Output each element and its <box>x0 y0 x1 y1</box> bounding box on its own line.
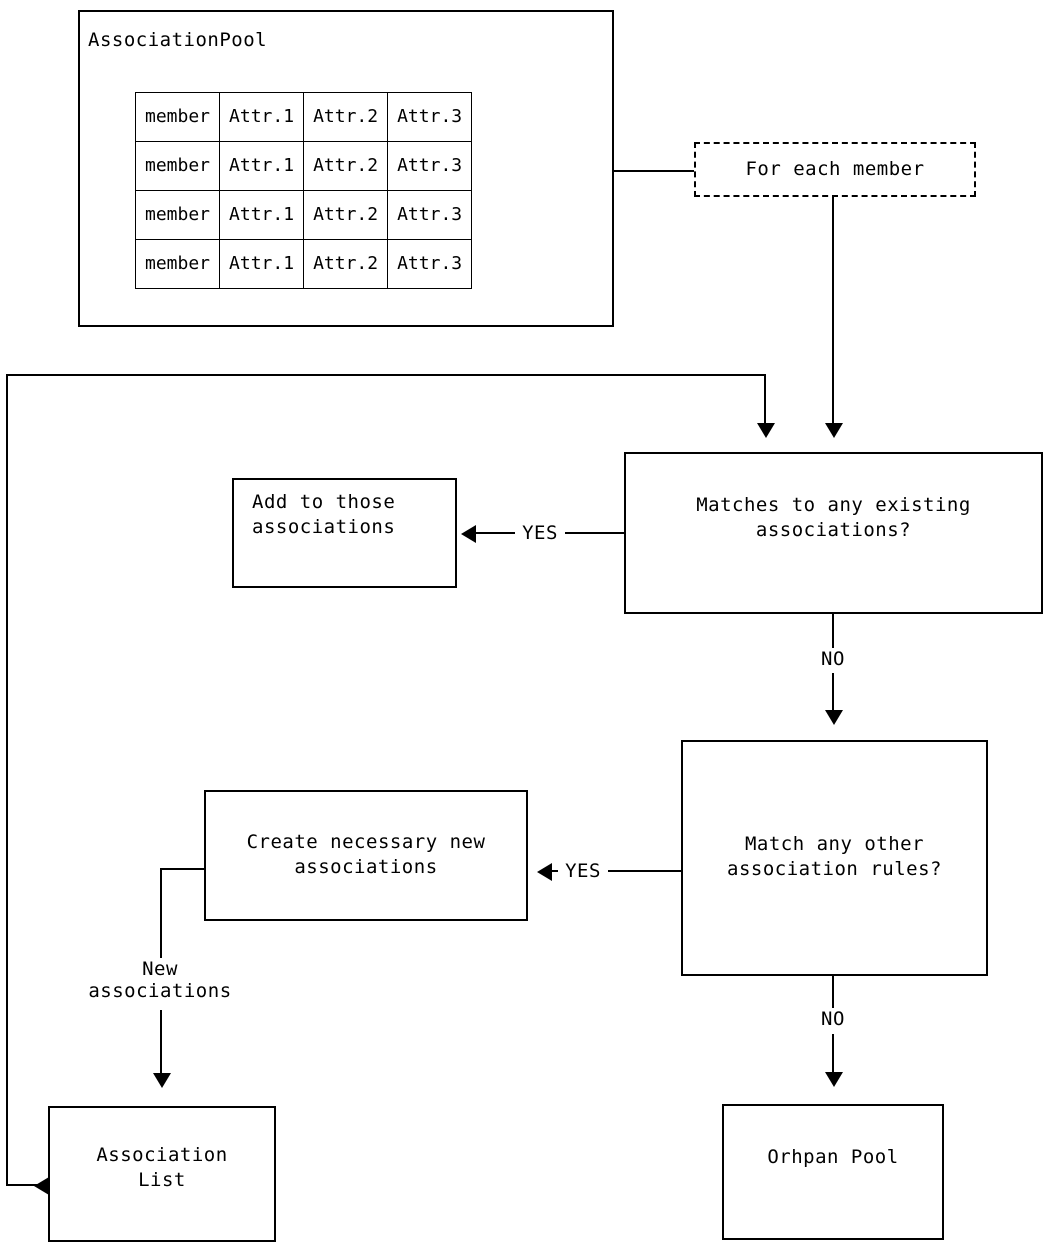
arrowhead-new-associations <box>153 1073 171 1088</box>
table-row[interactable]: member Attr.1 Attr.2 Attr.3 <box>134 141 473 191</box>
edge-no-2-lower <box>832 1034 834 1072</box>
action-create-new-associations-label: Create necessary new associations <box>246 831 486 878</box>
connector-pool-to-loop <box>614 170 696 172</box>
arrowhead-feedback-to-decision1 <box>757 423 775 438</box>
decision-match-other-rules[interactable] <box>681 740 988 976</box>
association-pool-title: AssociationPool <box>88 29 268 51</box>
edge-label-no-1: NO <box>808 648 858 670</box>
edge-new-associations-vertical-lower <box>160 1010 162 1073</box>
decision-matches-existing-associations[interactable] <box>624 452 1043 614</box>
cell-member: member <box>134 92 221 142</box>
edge-no-1-upper <box>832 614 834 650</box>
for-each-member-note-box[interactable] <box>694 142 976 197</box>
cell-member: member <box>134 190 221 240</box>
edge-no-1-lower <box>832 673 834 710</box>
feedback-loop-top <box>6 374 766 376</box>
arrowhead-no-2 <box>825 1072 843 1087</box>
action-add-to-those-associations-label: Add to those associations <box>252 491 396 538</box>
feedback-loop-bottom <box>6 1184 40 1186</box>
connector-loop-to-decision1 <box>832 197 834 423</box>
cell-attr-3: Attr.3 <box>387 92 473 142</box>
cell-attr-1: Attr.1 <box>219 190 305 240</box>
edge-label-new-associations: New associations <box>60 958 260 1002</box>
edge-label-yes-2: YES <box>558 860 608 882</box>
association-pool-table: member Attr.1 Attr.2 Attr.3 member Attr.… <box>134 92 473 289</box>
cell-attr-2: Attr.2 <box>303 190 389 240</box>
action-create-new-associations[interactable] <box>204 790 528 921</box>
terminal-association-list-label: Association List <box>96 1144 228 1191</box>
edge-yes-2 <box>552 870 681 872</box>
cell-attr-2: Attr.2 <box>303 141 389 191</box>
cell-attr-3: Attr.3 <box>387 239 473 289</box>
cell-member: member <box>134 141 221 191</box>
feedback-loop-right-drop <box>764 374 766 423</box>
arrowhead-yes-1 <box>461 525 476 543</box>
terminal-orphan-pool[interactable] <box>722 1104 944 1240</box>
cell-attr-1: Attr.1 <box>219 141 305 191</box>
cell-attr-1: Attr.1 <box>219 92 305 142</box>
table-row[interactable]: member Attr.1 Attr.2 Attr.3 <box>134 190 473 240</box>
edge-label-yes-1: YES <box>515 522 565 544</box>
terminal-association-list[interactable] <box>48 1106 276 1242</box>
cell-attr-1: Attr.1 <box>219 239 305 289</box>
decision-match-other-rules-label: Match any other association rules? <box>727 833 942 880</box>
table-row[interactable]: member Attr.1 Attr.2 Attr.3 <box>134 92 473 142</box>
table-row[interactable]: member Attr.1 Attr.2 Attr.3 <box>134 239 473 289</box>
edge-no-2-upper <box>832 976 834 1010</box>
edge-label-no-2: NO <box>808 1008 858 1030</box>
feedback-loop-left-riser <box>6 374 8 1186</box>
arrowhead-loop-to-decision1 <box>825 423 843 438</box>
decision-matches-existing-associations-label: Matches to any existing associations? <box>696 494 971 541</box>
cell-attr-2: Attr.2 <box>303 239 389 289</box>
cell-attr-2: Attr.2 <box>303 92 389 142</box>
cell-attr-3: Attr.3 <box>387 190 473 240</box>
arrowhead-feedback-to-association-list <box>34 1177 49 1195</box>
arrowhead-yes-2 <box>537 863 552 881</box>
terminal-orphan-pool-label: Orhpan Pool <box>767 1146 899 1168</box>
for-each-member-label: For each member <box>745 158 925 180</box>
edge-new-associations-horizontal <box>160 868 206 870</box>
edge-new-associations-vertical-upper <box>160 868 162 958</box>
cell-member: member <box>134 239 221 289</box>
arrowhead-no-1 <box>825 710 843 725</box>
cell-attr-3: Attr.3 <box>387 141 473 191</box>
action-add-to-those-associations[interactable] <box>232 478 457 588</box>
